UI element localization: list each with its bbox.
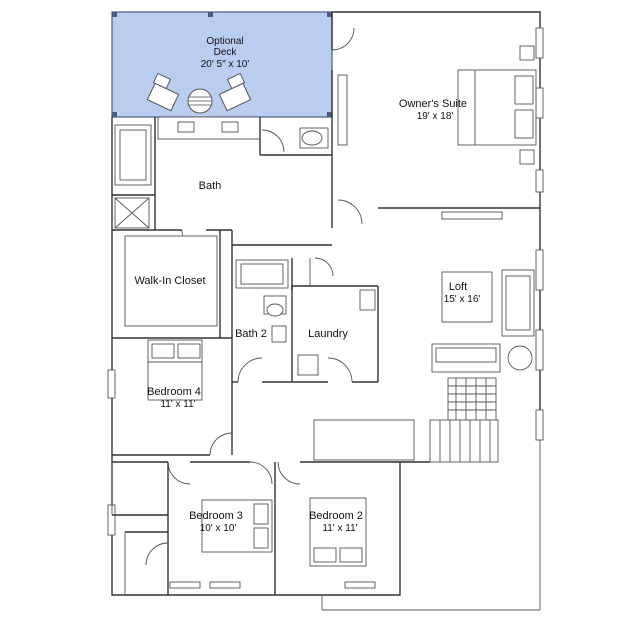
deck-chair-icon xyxy=(146,72,180,112)
bedroom2-label: Bedroom 2 11' x 11' xyxy=(309,510,363,534)
bedroom2-dims: 11' x 11' xyxy=(322,523,357,534)
bath-fixtures xyxy=(112,116,332,230)
optional-deck[interactable] xyxy=(111,11,333,118)
owners-bed-icon xyxy=(457,45,537,165)
bedrooms-walls xyxy=(111,461,400,595)
bedroom4-dims: 11' x 11' xyxy=(160,399,195,410)
deck-dims: 20' 5" x 10' xyxy=(201,59,250,70)
stairs-icon xyxy=(313,377,499,463)
deck-table-icon xyxy=(187,88,213,114)
owners-suite-label: Owner's Suite 19' x 18' xyxy=(399,98,467,122)
laundry-name: Laundry xyxy=(308,328,348,340)
loft-furniture xyxy=(431,269,535,373)
deck-name-line1: Optional xyxy=(206,36,243,47)
bath2-name: Bath 2 xyxy=(235,328,267,340)
deck-name-line2: Deck xyxy=(214,47,238,58)
bedroom4-name: Bedroom 4 xyxy=(147,386,201,398)
walk-in-closet-name: Walk-In Closet xyxy=(134,275,205,287)
bedroom3-dims: 10' x 10' xyxy=(200,523,237,534)
exterior-walls xyxy=(107,11,544,611)
owners-suite-name: Owner's Suite xyxy=(399,98,467,110)
owners-suite-walls xyxy=(331,12,540,228)
bedroom3-label: Bedroom 3 10' x 10' xyxy=(189,510,243,534)
bath-name: Bath xyxy=(199,180,222,192)
deck-label: Optional Deck 20' 5" x 10' xyxy=(201,36,250,70)
loft-dims: 15' x 16' xyxy=(444,294,481,305)
owners-suite-dims: 19' x 18' xyxy=(417,111,454,122)
bedroom4-label: Bedroom 4 11' x 11' xyxy=(147,386,201,410)
deck-chair-icon xyxy=(218,72,252,112)
bedroom2-name: Bedroom 2 xyxy=(309,510,363,522)
walk-in-closet-walls xyxy=(112,229,232,339)
bedroom4-walls xyxy=(112,339,233,456)
bath2-laundry-walls xyxy=(231,230,379,455)
loft-label: Loft 15' x 16' xyxy=(444,281,481,305)
bedroom3-name: Bedroom 3 xyxy=(189,510,243,522)
loft-name: Loft xyxy=(449,281,467,293)
